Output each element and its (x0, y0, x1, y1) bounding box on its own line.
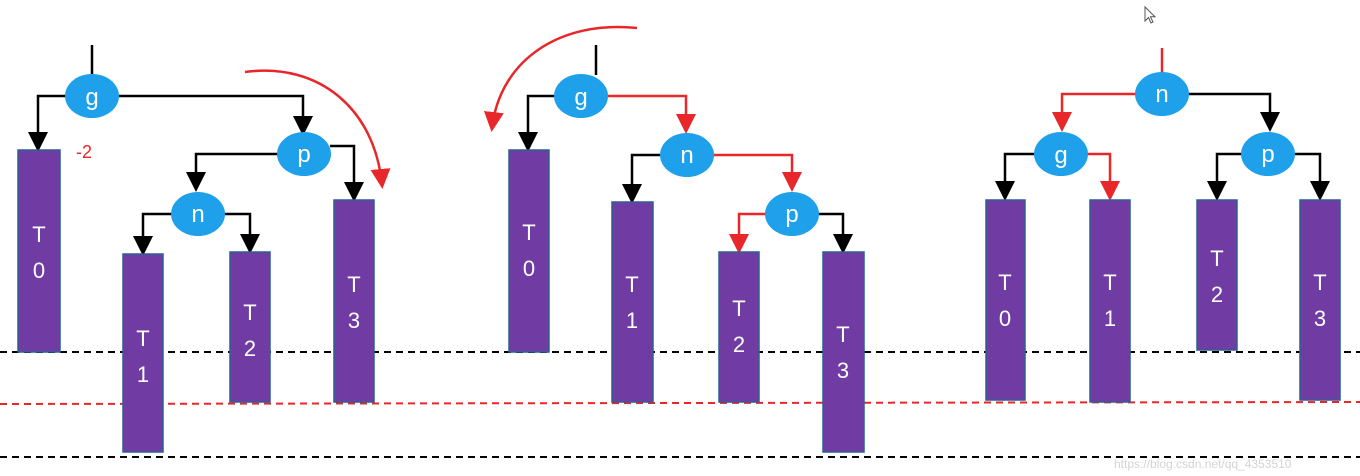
subtree-t2 (229, 251, 271, 403)
node-g-3 (1034, 132, 1088, 176)
panel-unbalanced-tree: T 0 T 1 T 2 T 3 g p n -2 (17, 45, 391, 453)
node-g-3-label: g (1054, 142, 1067, 169)
subtree-t1-2-index: 1 (626, 308, 638, 333)
edge-g-p (118, 94, 313, 136)
edge-g-t0-2 (518, 94, 556, 152)
subtree-t2-letter: T (243, 300, 256, 325)
subtree-t3-3-letter: T (1313, 270, 1326, 295)
subtree-t1 (122, 253, 164, 453)
node-p-3-label: p (1261, 141, 1274, 168)
edge-n-t1 (133, 212, 172, 256)
subtree-t3-3 (1299, 199, 1341, 401)
subtree-t3-2-letter: T (836, 322, 849, 347)
node-g-2-label: g (574, 84, 587, 111)
panel-after-right-rotation: T 0 T 1 T 2 T 3 g n p (483, 25, 865, 453)
panel-balanced-tree: T 0 T 1 T 2 T 3 n g p (985, 48, 1341, 403)
edge-g-t0-3 (995, 152, 1036, 201)
subtree-t0-3-index: 0 (999, 306, 1011, 331)
node-p-2 (765, 192, 819, 236)
subtree-t0-index: 0 (33, 258, 45, 283)
node-n-2-label: n (680, 142, 693, 169)
subtree-t1-3 (1089, 199, 1131, 403)
edge-p-t3-2 (818, 212, 853, 254)
node-p-2-label: p (785, 201, 798, 228)
subtree-t0-letter: T (32, 222, 45, 247)
edge-n-g-3 (1052, 92, 1136, 132)
subtree-t1-index: 1 (137, 362, 149, 387)
subtree-t0 (17, 149, 61, 353)
subtree-t1-2-letter: T (625, 272, 638, 297)
edge-g-t1-3 (1086, 152, 1120, 201)
subtree-t1-3-index: 1 (1104, 306, 1116, 331)
node-n-label: n (191, 201, 204, 228)
subtree-t1-3-letter: T (1103, 270, 1116, 295)
node-g-2 (554, 74, 608, 118)
node-n-2 (660, 133, 714, 177)
subtree-t1-letter: T (136, 326, 149, 351)
subtree-t0-3 (985, 199, 1026, 401)
subtree-t3-2 (822, 251, 865, 453)
node-n-3 (1135, 72, 1189, 116)
rotation-arrow-left (483, 25, 638, 132)
balance-factor-note: -2 (76, 142, 92, 162)
subtree-t0-2-letter: T (522, 220, 535, 245)
edge-g-t0 (28, 94, 66, 152)
node-n (171, 192, 225, 236)
edge-p-t3 (330, 144, 364, 202)
subtree-t3-letter: T (347, 272, 360, 297)
subtree-t3-2-index: 3 (837, 358, 849, 383)
node-g-label: g (85, 84, 98, 111)
subtree-t3 (333, 199, 375, 403)
subtree-t0-2 (508, 149, 550, 353)
node-p-label: p (297, 141, 310, 168)
watermark-text: https://blog.csdn.net/qq_4353510 (1114, 457, 1292, 471)
subtree-t0-3-letter: T (998, 270, 1011, 295)
edge-p-t2-2 (729, 212, 768, 254)
edge-p-t2-3 (1207, 152, 1242, 201)
mouse-cursor-icon (1144, 5, 1157, 24)
subtree-t2-index: 2 (244, 336, 256, 361)
rotation-arrow-right (244, 69, 391, 189)
subtree-t2-2-index: 2 (733, 332, 745, 357)
edge-g-n-2 (608, 94, 696, 134)
edge-n-t1-2 (622, 153, 662, 204)
subtree-t0-2-index: 0 (523, 256, 535, 281)
edge-n-t2 (224, 212, 260, 254)
subtree-t2-3-index: 2 (1211, 282, 1223, 307)
subtree-t2-3 (1196, 199, 1238, 351)
node-n-3-label: n (1155, 81, 1168, 108)
subtree-t1-2 (611, 201, 654, 403)
edge-p-n (186, 152, 278, 192)
subtree-t3-3-index: 3 (1314, 306, 1326, 331)
subtree-t2-2 (718, 251, 760, 403)
edge-n-p-2 (712, 153, 802, 192)
height-reference-lines (0, 351, 1360, 458)
subtree-t3-index: 3 (348, 308, 360, 333)
height-line-red (0, 401, 1360, 405)
node-p (277, 132, 331, 176)
node-p-3 (1241, 132, 1295, 176)
subtree-t2-2-letter: T (732, 296, 745, 321)
node-g (65, 74, 119, 118)
subtree-t2-3-letter: T (1210, 246, 1223, 271)
edge-n-p-3 (1188, 92, 1280, 132)
edge-p-t3-3 (1294, 152, 1330, 201)
